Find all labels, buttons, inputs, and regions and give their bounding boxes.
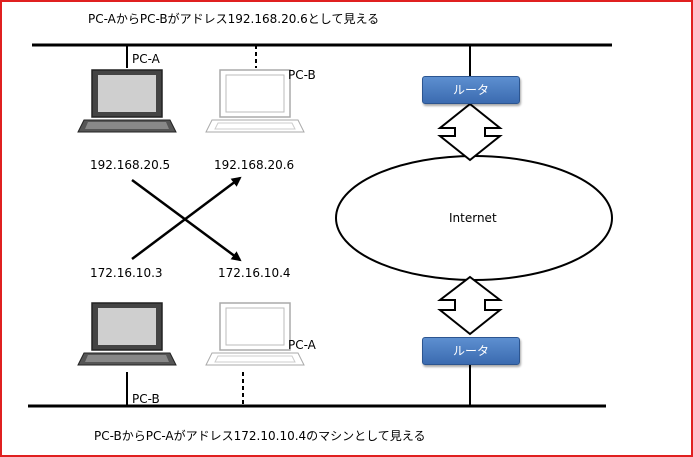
bottom-caption: PC-BからPC-Aがアドレス172.10.10.4のマシンとして見える [94, 429, 426, 443]
laptop-outline-icon [205, 302, 305, 366]
internet-label: Internet [449, 211, 497, 225]
double-arrow-icon [437, 275, 503, 336]
bottom-router: ルータ [422, 337, 520, 365]
address-192-168-20-6: 192.168.20.6 [214, 158, 295, 172]
bottom-virtual-pc-label: PC-A [288, 338, 316, 352]
top-router: ルータ [422, 76, 520, 104]
double-arrow-icon [437, 102, 503, 162]
laptop-icon [77, 69, 177, 133]
address-172-16-10-4: 172.16.10.4 [218, 266, 291, 280]
top-caption: PC-AからPC-Bがアドレス192.168.20.6として見える [88, 12, 380, 26]
laptop-outline-icon [205, 69, 305, 133]
bottom-real-pc-label: PC-B [132, 392, 160, 406]
top-virtual-pc-label: PC-B [288, 68, 316, 82]
arrow-to-172-16-10-4 [131, 178, 242, 262]
top-real-pc-label: PC-A [132, 52, 160, 66]
laptop-icon [77, 302, 177, 366]
address-192-168-20-5: 192.168.20.5 [90, 158, 171, 172]
address-172-16-10-3: 172.16.10.3 [90, 266, 163, 280]
